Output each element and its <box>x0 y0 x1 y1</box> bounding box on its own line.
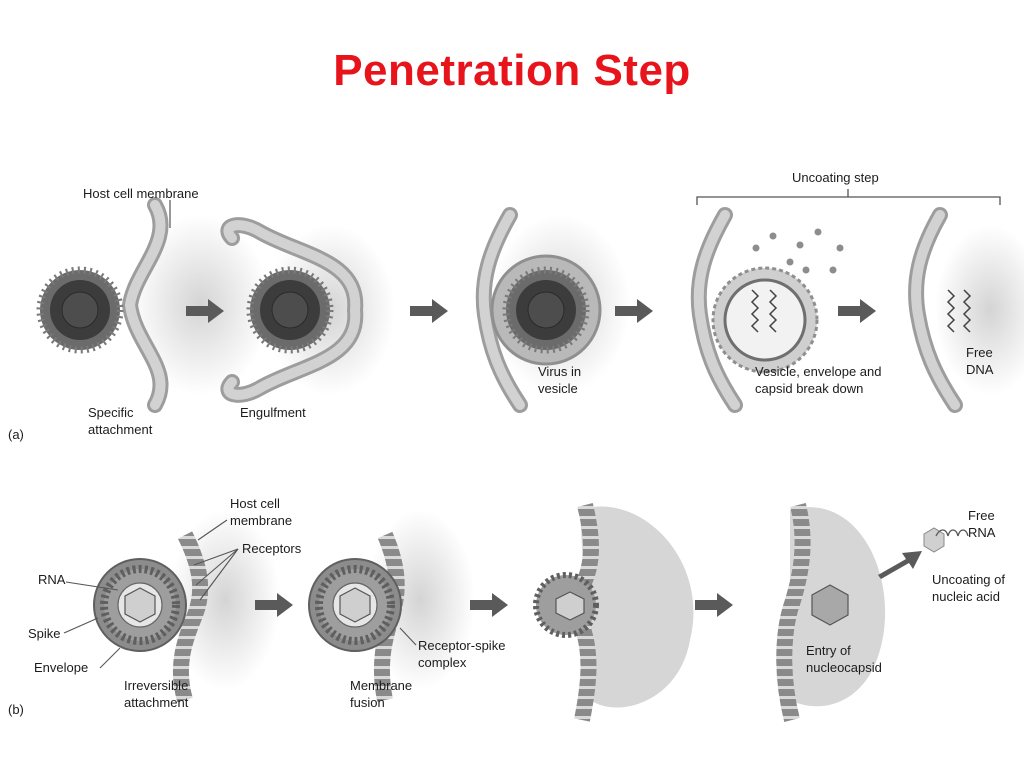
label-entry-nucleocapsid-2: nucleocapsid <box>806 660 882 675</box>
label-receptor-spike-complex-2: complex <box>418 655 467 670</box>
uncoating-bracket <box>696 189 1001 205</box>
stage-membrane-fusion <box>308 510 475 702</box>
leader-lines-panel-b <box>63 519 417 669</box>
label-host-cell-membrane-b-1: Host cell <box>230 496 280 511</box>
label-irreversible-attachment-1: Irreversible <box>124 678 188 693</box>
label-virus-in-vesicle-2: vesicle <box>538 381 578 396</box>
label-free-rna-2: RNA <box>968 525 996 540</box>
label-host-cell-membrane-b-2: membrane <box>230 513 292 528</box>
stage-specific-attachment <box>36 197 270 413</box>
free-rna-coil <box>923 527 969 553</box>
label-receptors: Receptors <box>242 541 302 556</box>
label-uncoating-nucleic-acid-2: nucleic acid <box>932 589 1000 604</box>
label-envelope: Envelope <box>34 660 88 675</box>
stage-fusing <box>533 503 694 722</box>
label-uncoating-nucleic-acid-1: Uncoating of <box>932 572 1005 587</box>
label-receptor-spike-complex-1: Receptor-spike <box>418 638 505 653</box>
arrows-panel-a <box>186 299 876 323</box>
stage-irreversible-attachment <box>93 510 280 703</box>
label-host-cell-membrane-a: Host cell membrane <box>83 186 199 201</box>
label-rna: RNA <box>38 572 66 587</box>
panel-a: Host cell membrane Specific attachment E… <box>8 170 1024 442</box>
label-specific-attachment-2: attachment <box>88 422 153 437</box>
label-spike: Spike <box>28 626 61 641</box>
label-irreversible-attachment-2: attachment <box>124 695 189 710</box>
label-vesicle-breakdown-2: capsid break down <box>755 381 863 396</box>
label-vesicle-breakdown-1: Vesicle, envelope and <box>755 364 881 379</box>
label-free-dna-1: Free <box>966 345 993 360</box>
panel-b: Host cell membrane Receptors RNA Spike E… <box>8 496 1005 722</box>
debris-particles <box>752 228 844 274</box>
slide-title: Penetration Step <box>333 46 691 95</box>
label-entry-nucleocapsid-1: Entry of <box>806 643 851 658</box>
label-uncoating-step: Uncoating step <box>792 170 879 185</box>
virus-particle <box>36 266 124 354</box>
stage-virus-in-vesicle <box>475 207 630 413</box>
label-virus-in-vesicle-1: Virus in <box>538 364 581 379</box>
label-free-rna-1: Free <box>968 508 995 523</box>
stage-vesicle-breakdown <box>690 207 844 413</box>
stage-free-dna <box>908 207 1024 413</box>
label-specific-attachment-1: Specific <box>88 405 134 420</box>
arrows-panel-b <box>255 551 922 617</box>
label-membrane-fusion-1: Membrane <box>350 678 412 693</box>
stage-entry-nucleocapsid <box>776 503 886 722</box>
stage-engulfment <box>220 217 395 403</box>
label-membrane-fusion-2: fusion <box>350 695 385 710</box>
panel-letter-b: (b) <box>8 702 24 717</box>
label-engulfment: Engulfment <box>240 405 306 420</box>
label-free-dna-2: DNA <box>966 362 994 377</box>
panel-letter-a: (a) <box>8 427 24 442</box>
